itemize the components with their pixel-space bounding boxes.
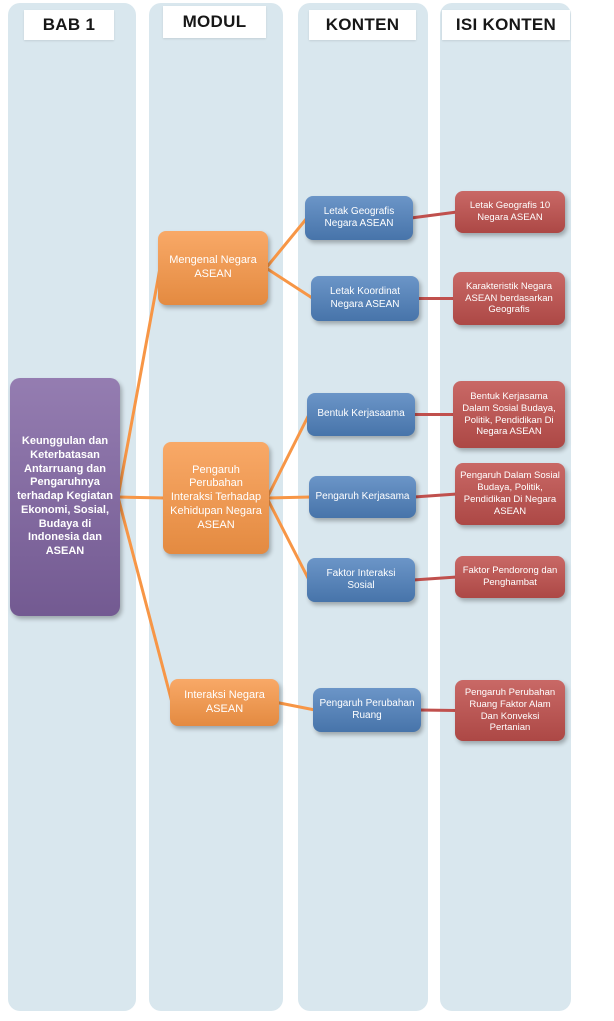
column-header-modul: MODUL [163, 6, 266, 38]
node-isi-faktor-pendorong-penghambat: Faktor Pendorong dan Penghambat [455, 556, 565, 598]
node-isi-pengaruh-sosial-budaya: Pengaruh Dalam Sosial Budaya, Politik, P… [455, 463, 565, 525]
node-modul-pengaruh-perubahan-interaksi: Pengaruh Perubahan Interaksi Terhadap Ke… [163, 442, 269, 554]
node-modul-mengenal-negara-asean: Mengenal Negara ASEAN [158, 231, 268, 305]
node-modul-interaksi-negara-asean: Interaksi Negara ASEAN [170, 679, 279, 726]
node-bab1-keunggulan-keterbatasan: Keunggulan dan Keterbatasan Antarruang d… [10, 378, 120, 616]
node-konten-letak-koordinat: Letak Koordinat Negara ASEAN [311, 276, 419, 321]
node-isi-pengaruh-perubahan-ruang-faktor-alam: Pengaruh Perubahan Ruang Faktor Alam Dan… [455, 680, 565, 741]
node-konten-pengaruh-perubahan-ruang: Pengaruh Perubahan Ruang [313, 688, 421, 732]
node-isi-bentuk-kerjasama-sosial-budaya: Bentuk Kerjasama Dalam Sosial Budaya, Po… [453, 381, 565, 448]
node-konten-letak-geografis: Letak Geografis Negara ASEAN [305, 196, 413, 240]
node-konten-pengaruh-kerjasama: Pengaruh Kerjasama [309, 476, 416, 518]
node-konten-faktor-interaksi-sosial: Faktor Interaksi Sosial [307, 558, 415, 602]
node-konten-bentuk-kerjasama: Bentuk Kerjasaama [307, 393, 415, 436]
node-isi-karakteristik-negara-asean: Karakteristik Negara ASEAN berdasarkan G… [453, 272, 565, 325]
node-isi-letak-geografis-10-negara: Letak Geografis 10 Negara ASEAN [455, 191, 565, 233]
column-header-isi-konten: ISI KONTEN [442, 10, 570, 40]
column-header-konten: KONTEN [309, 10, 416, 40]
column-header-bab1: BAB 1 [24, 10, 114, 40]
